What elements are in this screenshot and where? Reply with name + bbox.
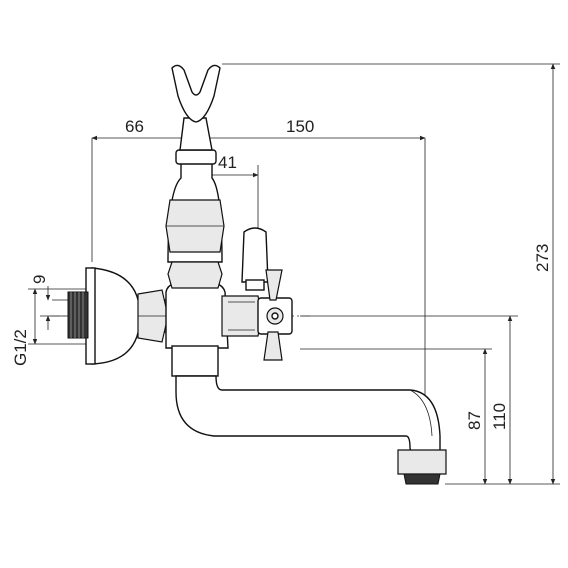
faucet-body <box>67 64 447 485</box>
dim-66-label: 66 <box>125 117 144 136</box>
dim-273-label: 273 <box>533 244 552 272</box>
dim-87-label: 87 <box>465 411 484 430</box>
dim-110-label: 110 <box>490 403 509 430</box>
dim-9-label: 9 <box>30 275 49 284</box>
dim-41-label: 41 <box>218 153 237 172</box>
dim-150-label: 150 <box>286 117 314 136</box>
thread-g12-label: G1/2 <box>11 329 30 366</box>
